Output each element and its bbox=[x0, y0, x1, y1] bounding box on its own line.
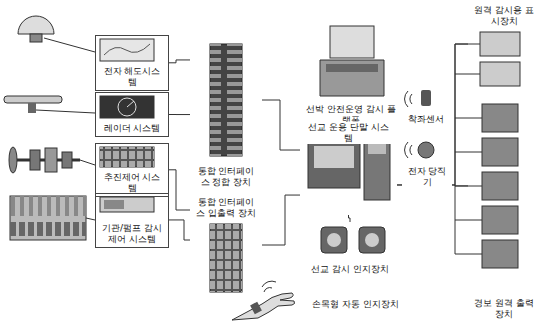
radar-antenna bbox=[4, 96, 95, 113]
node-label: 통합 인터페이스 입출력 장치 bbox=[192, 197, 260, 219]
propeller-shaft bbox=[9, 147, 95, 173]
seat-sensor: 착좌센서 bbox=[400, 88, 452, 127]
wrist-hand bbox=[232, 281, 295, 320]
camera-icon bbox=[321, 227, 385, 253]
engine-system: 기관/펌프 감시제어 시스템 bbox=[95, 193, 169, 248]
remote-display: 원격 감시용 표시장치 bbox=[468, 3, 540, 93]
node-label: 원격 감시용 표시장치 bbox=[470, 5, 538, 27]
bridge-camera: 선교 감시 인지장치 bbox=[305, 222, 395, 277]
satellite-dome bbox=[18, 16, 95, 52]
bus-line bbox=[455, 44, 482, 254]
connector-line bbox=[397, 44, 468, 185]
interface-unit: 통합 인터페이스 정합 장치 bbox=[190, 40, 262, 190]
propulsion-panel bbox=[100, 147, 154, 167]
connector-line bbox=[262, 195, 300, 245]
alarm-output: 경보 원격 출력 장치 bbox=[468, 100, 540, 322]
interface-cabinet bbox=[210, 44, 242, 156]
node-label: 전자 해도시스템 bbox=[98, 66, 166, 88]
node-label: 경보 원격 출력 장치 bbox=[470, 298, 538, 320]
bridge-terminal bbox=[308, 138, 390, 200]
node-label: 통합 인터페이스 정합 장치 bbox=[192, 166, 260, 188]
node-label: 손목형 자동 인지장치 bbox=[310, 299, 401, 310]
connector-line bbox=[169, 170, 190, 210]
chart-system: 전자 해도시스템 bbox=[95, 35, 169, 91]
engine-monitor bbox=[100, 197, 154, 212]
engine-block bbox=[10, 196, 95, 240]
monitoring-platform: 선박 안전운영 감시 플랫폼 bbox=[300, 20, 402, 128]
node-label: 기관/펌프 감시제어 시스템 bbox=[98, 223, 166, 245]
watch-icon bbox=[405, 142, 434, 158]
bridge-terminal: 선교 운용 단말 시스템 bbox=[300, 120, 397, 215]
connector-line bbox=[349, 215, 351, 222]
radar-screen bbox=[100, 96, 154, 118]
node-label: 추진제어 시스템 bbox=[98, 172, 166, 194]
node-label: 레이더 시스템 bbox=[102, 123, 163, 134]
alarm-panel bbox=[482, 104, 518, 268]
node-label: 전자 당직기 bbox=[402, 166, 452, 188]
connector-line bbox=[169, 114, 190, 115]
connector-line bbox=[169, 60, 190, 63]
console bbox=[320, 26, 384, 96]
io-unit: 통합 인터페이스 입출력 장치 bbox=[190, 195, 262, 295]
radar-system: 레이더 시스템 bbox=[95, 92, 169, 137]
propulsion-system: 추진제어 시스템 bbox=[95, 143, 169, 197]
sensor-icon bbox=[405, 90, 431, 107]
connector-line bbox=[262, 100, 300, 150]
wrist-device: 손목형 자동 인지장치 bbox=[228, 286, 403, 322]
watch-device: 전자 당직기 bbox=[400, 140, 454, 190]
remote-monitor bbox=[480, 32, 520, 86]
node-label: 착좌센서 bbox=[406, 114, 446, 125]
chart-screen bbox=[100, 39, 154, 61]
node-label: 선교 감시 인지장치 bbox=[309, 264, 391, 275]
io-cabinet bbox=[210, 224, 242, 292]
node-label: 선교 운용 단말 시스템 bbox=[302, 122, 395, 144]
connector-line bbox=[169, 220, 190, 240]
